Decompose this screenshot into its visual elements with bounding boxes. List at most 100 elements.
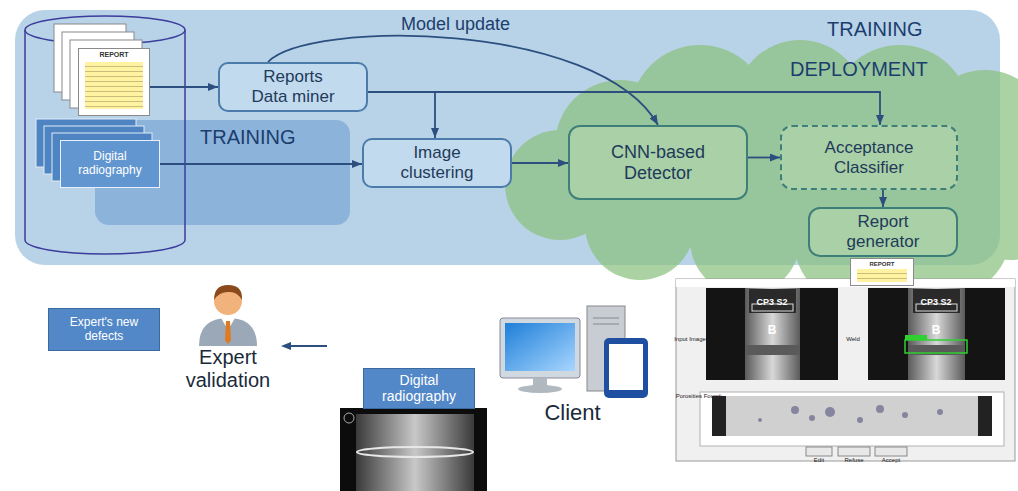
client-figure: Client: [490, 298, 655, 428]
connector: [150, 86, 218, 88]
feedback-arrow-part: [281, 342, 291, 350]
software-screenshot-part-part: [791, 406, 799, 414]
computer-icon-part: [593, 318, 619, 319]
connector: [882, 190, 884, 207]
computer-icon-part: [505, 323, 575, 371]
radiography-image-part: [340, 408, 487, 491]
computer-icon-part: [593, 324, 619, 325]
software-screenshot-part-part: [825, 407, 835, 417]
node-label: Expert validation: [178, 346, 278, 392]
process-box: Report generator: [808, 207, 958, 257]
cloud-shape-part: [505, 40, 1018, 300]
computer-icon-part: [604, 338, 648, 398]
expert-figure: Expert validation: [168, 280, 288, 402]
text-label: Porosities Found:: [676, 393, 723, 400]
connector: [268, 36, 658, 125]
process-box: Image clustering: [362, 138, 512, 188]
radiography-image-part: [357, 447, 473, 457]
data-box: Digital radiography: [363, 368, 475, 409]
label-anchor: B: [768, 320, 777, 338]
software-screenshot-part-part: [875, 447, 907, 456]
software-screenshot: [676, 279, 1015, 461]
report-document: REPORT: [78, 48, 150, 116]
software-screenshot-part-part: [809, 415, 815, 421]
text-label: CP3 S2: [756, 297, 787, 307]
software-screenshot-part: [712, 396, 992, 436]
software-screenshot-part-part: [857, 417, 863, 423]
text-label: Accept: [882, 457, 900, 464]
text-label: Model update: [401, 14, 510, 35]
image-stack-card: Digital radiography: [60, 140, 160, 188]
radiography-image-part: [344, 413, 354, 423]
software-screenshot-part: [905, 340, 967, 353]
image-stack: [36, 119, 152, 181]
node-label: Digital radiography: [70, 150, 150, 178]
node-label: TRAINING: [200, 126, 296, 149]
node-label: TRAINING: [827, 18, 923, 41]
image-stack-part: [52, 133, 152, 181]
text-label: B: [932, 324, 941, 338]
software-screenshot-part: [676, 279, 1015, 287]
connector: [368, 92, 880, 125]
radiography-image-part: [356, 414, 474, 491]
software-screenshot-part-part: [838, 447, 870, 456]
text-label: Refuse: [844, 457, 863, 464]
computer-icon: [490, 298, 655, 400]
software-screenshot-part: [676, 279, 1015, 461]
node-label: Acceptance Classifier: [804, 138, 934, 177]
node-label: Expert's new defects: [62, 316, 147, 344]
software-screenshot-part-part: [902, 412, 908, 418]
process-box: Reports Data miner: [218, 62, 368, 112]
software-screenshot-part: [908, 288, 965, 380]
database-cylinder: [25, 16, 185, 254]
connector: [748, 157, 780, 159]
computer-icon-part: [609, 344, 643, 390]
node-label: Client: [544, 400, 600, 425]
software-screenshot-part: [749, 289, 796, 313]
connector: [512, 162, 568, 164]
software-screenshot-part-part: [806, 447, 832, 456]
person-icon: [193, 280, 263, 346]
software-screenshot-part: [745, 288, 800, 380]
person-icon-part: [225, 321, 231, 344]
software-screenshot-part: [706, 288, 838, 380]
database-cylinder-part: [25, 30, 185, 254]
decision-box: Acceptance Classifier: [780, 125, 958, 190]
document-stack: [54, 24, 142, 108]
software-screenshot-part: [905, 335, 927, 340]
note-box: Expert's new defects: [48, 308, 160, 351]
software-screenshot-part: [758, 405, 943, 423]
node-label: REPORT: [869, 261, 894, 268]
node-label: DEPLOYMENT: [790, 58, 928, 81]
software-screenshot-part: [868, 288, 1005, 380]
node-label: Image clustering: [390, 143, 485, 182]
document-lines: [857, 269, 907, 282]
text-label: Weld: [846, 336, 860, 343]
report-document: REPORT: [850, 258, 914, 286]
text-label: Edit: [814, 457, 824, 464]
software-screenshot-part: [752, 304, 793, 311]
software-screenshot-part-part: [876, 405, 884, 413]
person-icon-part: [199, 318, 257, 346]
node-label: Digital radiography: [370, 373, 468, 404]
deployment-cloud: DEPLOYMENT CNN-based Detector Acceptance C…: [505, 30, 1018, 300]
node-label: REPORT: [99, 51, 128, 59]
software-screenshot-part: [978, 396, 992, 436]
software-screenshot-part: [913, 289, 960, 313]
node-label: Reports Data miner: [246, 67, 341, 106]
feedback-arrow: [281, 342, 327, 350]
label-anchor: Model update: [401, 14, 510, 35]
computer-icon-part: [500, 318, 580, 378]
computer-icon-part: [518, 385, 562, 393]
software-screenshot-part: [916, 304, 957, 311]
connector: [368, 92, 435, 138]
text-label: CP3 S2: [920, 297, 951, 307]
software-screenshot-part-part: [758, 418, 762, 422]
computer-icon-part: [533, 378, 547, 386]
node-label: CNN-based Detector: [583, 142, 733, 183]
text-label: Input Image: [674, 336, 706, 343]
text-label: B: [768, 324, 777, 338]
software-screenshot-part-part: [937, 409, 943, 415]
connector: [160, 163, 362, 165]
label-anchor: B: [932, 320, 941, 338]
